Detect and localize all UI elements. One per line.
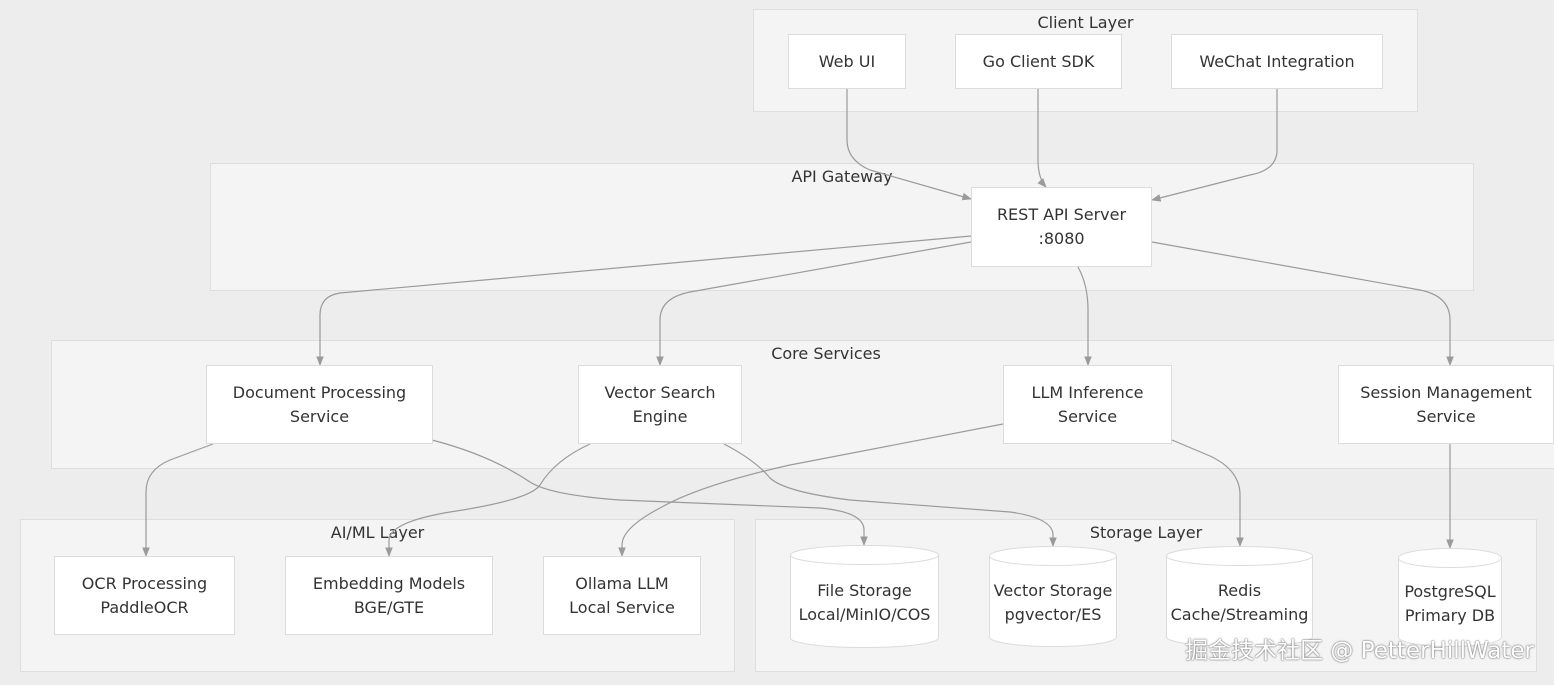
file-storage-label-1: File Storage	[817, 580, 912, 600]
ocr-processing-node[interactable]: OCR Processing PaddleOCR	[54, 556, 235, 635]
ocr-processing-label-1: OCR Processing	[81, 573, 208, 593]
vector-search-label-2: Engine	[632, 406, 688, 426]
api-gateway-title: API Gateway	[791, 167, 893, 186]
redis-node[interactable]: Redis Cache/Streaming	[1166, 546, 1313, 647]
postgresql-label-2: Primary DB	[1404, 605, 1496, 625]
vector-storage-node[interactable]: Vector Storage pgvector/ES	[989, 546, 1117, 647]
client-layer-title: Client Layer	[1037, 13, 1134, 32]
postgresql-label-1: PostgreSQL	[1404, 581, 1496, 601]
document-processing-label-2: Service	[289, 406, 350, 426]
wechat-integration-node[interactable]: WeChat Integration	[1171, 34, 1383, 89]
llm-inference-label-1: LLM Inference	[1031, 382, 1144, 402]
ollama-llm-label-1: Ollama LLM	[575, 573, 669, 593]
core-services-title: Core Services	[771, 344, 881, 363]
rest-api-server-node[interactable]: REST API Server :8080	[971, 187, 1152, 267]
go-client-sdk-node[interactable]: Go Client SDK	[955, 34, 1122, 89]
vector-storage-cylinder-shape	[989, 546, 1117, 647]
redis-label-2: Cache/Streaming	[1170, 604, 1309, 624]
session-management-label-2: Service	[1416, 406, 1476, 426]
api-gateway-group: API Gateway	[210, 163, 1474, 291]
go-client-sdk-label: Go Client SDK	[982, 51, 1095, 71]
watermark-text: 掘金技术社区 @ PetterHillWater	[1185, 638, 1534, 664]
document-processing-label-1: Document Processing	[232, 382, 407, 402]
file-storage-node[interactable]: File Storage Local/MinIO/COS	[790, 545, 939, 648]
llm-inference-label-2: Service	[1057, 406, 1118, 426]
ocr-processing-label-2: PaddleOCR	[100, 597, 189, 617]
llm-inference-node[interactable]: LLM Inference Service	[1003, 365, 1172, 444]
vector-search-label-1: Vector Search	[604, 382, 716, 402]
vector-storage-label-2: pgvector/ES	[1004, 604, 1102, 624]
storage-layer-title: Storage Layer	[1089, 523, 1203, 542]
wechat-integration-label: WeChat Integration	[1199, 51, 1355, 71]
postgresql-node[interactable]: PostgreSQL Primary DB	[1398, 548, 1502, 647]
embedding-models-label-2: BGE/GTE	[353, 597, 425, 617]
file-storage-cylinder-shape	[790, 545, 939, 648]
postgresql-cylinder-shape	[1398, 548, 1502, 647]
web-ui-label: Web UI	[818, 51, 876, 71]
document-processing-node[interactable]: Document Processing Service	[206, 365, 433, 444]
session-management-label-1: Session Management	[1360, 382, 1532, 402]
ollama-llm-node[interactable]: Ollama LLM Local Service	[543, 556, 701, 635]
web-ui-node[interactable]: Web UI	[788, 34, 906, 89]
redis-cylinder-shape	[1166, 546, 1313, 647]
rest-api-port-label: :8080	[1038, 229, 1085, 248]
embedding-models-node[interactable]: Embedding Models BGE/GTE	[285, 556, 493, 635]
rest-api-server-label: REST API Server	[996, 205, 1127, 224]
vector-search-engine-node[interactable]: Vector Search Engine	[578, 365, 742, 444]
ollama-llm-label-2: Local Service	[569, 597, 675, 617]
embedding-models-label-1: Embedding Models	[312, 573, 466, 593]
file-storage-label-2: Local/MinIO/COS	[798, 604, 931, 624]
session-management-node[interactable]: Session Management Service	[1338, 365, 1554, 444]
redis-label-1: Redis	[1217, 580, 1262, 600]
aiml-layer-title: AI/ML Layer	[330, 523, 425, 542]
vector-storage-label-1: Vector Storage	[993, 580, 1113, 600]
